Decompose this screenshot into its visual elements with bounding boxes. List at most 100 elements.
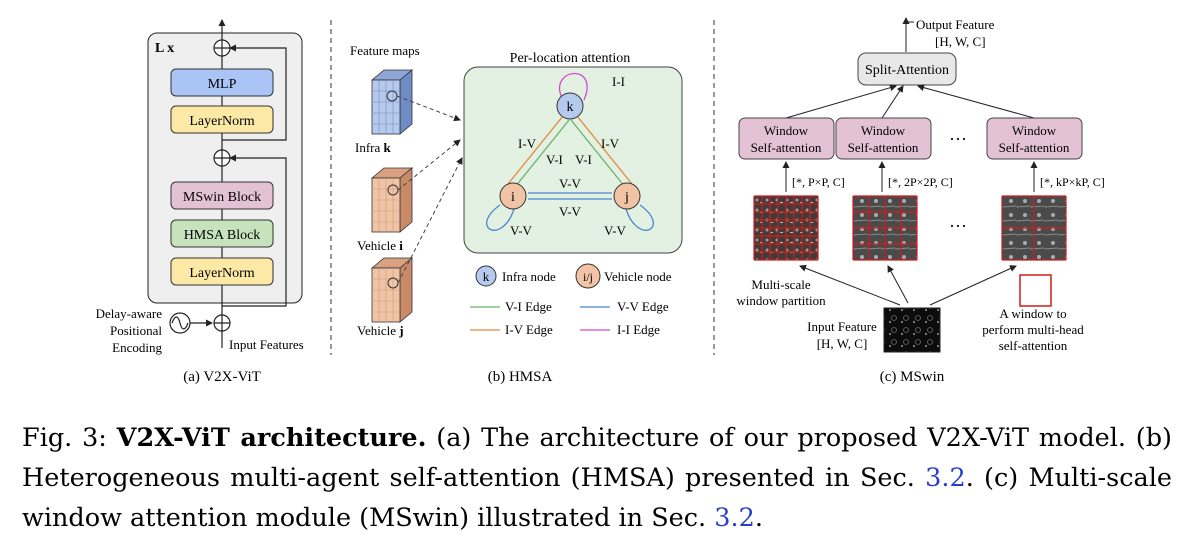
vv-self-loop-j	[625, 204, 654, 231]
figure-caption: Fig. 3: V2X-ViT architecture. (a) The ar…	[22, 418, 1172, 538]
vehicle-i-feature-map	[370, 167, 414, 233]
legend-vi-label: V-I Edge	[505, 299, 552, 314]
arrow-input-p1	[799, 264, 901, 306]
panel-a-caption: (a) V2X-ViT	[183, 369, 261, 385]
node-i	[499, 182, 527, 210]
caption-text-3: .	[754, 503, 763, 533]
caption-text-1: (a) The architecture of our proposed V2X…	[22, 423, 1172, 493]
window-attn-3-line1: Window	[1012, 123, 1057, 138]
legend-infra-node-symbol: k	[483, 269, 490, 284]
caption-section-link-1[interactable]: 3.2	[925, 463, 966, 493]
mswin-label: MSwin Block	[183, 190, 261, 205]
vi-edge-j-k	[570, 119, 626, 188]
layernorm-block-top	[170, 105, 274, 134]
edge-label-iv-right: I-V	[601, 136, 620, 151]
edge-label-vv-top: V-V	[559, 176, 582, 191]
window-attn-1-line2: Self-attention	[751, 140, 822, 155]
infra-feature-map	[370, 69, 414, 135]
arrow-w3-split	[917, 84, 1035, 119]
mlp-label: MLP	[208, 77, 237, 92]
split-attention-label: Split-Attention	[865, 63, 949, 78]
window-attn-box-1	[738, 117, 835, 160]
panel-b-caption: (b) HMSA	[488, 369, 553, 385]
arrow-input-p2	[887, 265, 909, 304]
hmsa-label: HMSA Block	[184, 228, 261, 243]
partition-label-line1: Multi-scale	[751, 277, 810, 292]
edge-label-vv-right: V-V	[604, 223, 627, 238]
window-note-line1: A window to	[999, 306, 1066, 321]
feature-maps-label: Feature maps	[350, 43, 420, 58]
partition-grid-medium	[852, 195, 918, 261]
sine-wave-icon	[169, 312, 191, 334]
node-k	[556, 92, 584, 120]
input-features-label: Input Features	[229, 337, 304, 352]
infra-dashed-arrow	[396, 95, 461, 122]
single-window-icon	[1019, 274, 1052, 307]
vi-edge-i-k	[514, 119, 570, 188]
partition-grid-coarse	[1001, 195, 1067, 261]
legend-vehicle-node-label: Vehicle node	[604, 269, 672, 284]
edge-label-vv-left: V-V	[510, 223, 533, 238]
legend-iv-label: I-V Edge	[505, 322, 553, 337]
input-feature-image	[883, 307, 941, 353]
window-note-line2: perform multi-head	[982, 322, 1084, 337]
arrow-input-p3	[929, 265, 1017, 306]
iv-edge-k-i	[507, 115, 564, 185]
window-note-line3: self-attention	[999, 338, 1068, 353]
attention-title: Per-location attention	[510, 51, 631, 66]
legend-vehicle-node	[575, 263, 601, 289]
arrow-w2-split	[881, 85, 904, 119]
infra-k-label: Infra k	[355, 140, 392, 155]
loop-label: L x	[155, 41, 174, 56]
add-icon-top	[213, 39, 231, 57]
iv-edge-k-j	[576, 115, 633, 185]
panel-b: Feature maps Infra k Vehicle i Vehi	[350, 43, 683, 385]
window-attn-2-line2: Self-attention	[848, 140, 919, 155]
window-attn-box-3	[986, 117, 1083, 160]
pos-enc-line-3: Encoding	[112, 340, 162, 355]
vehicle-i-dashed-arrow	[397, 139, 461, 191]
layernorm-label-top: LayerNorm	[189, 114, 254, 129]
edge-label-vi-left: V-I	[546, 152, 563, 167]
legend-vehicle-node-symbol: i/j	[583, 270, 593, 284]
vv-self-loop-i	[486, 204, 515, 231]
caption-title: V2X-ViT architecture.	[116, 423, 427, 453]
panel-c: Output Feature [H, W, C] Split-Attention…	[736, 17, 1105, 385]
node-k-label: k	[567, 100, 574, 115]
partition-label-line2: window partition	[736, 293, 826, 308]
input-feature-label: Input Feature	[807, 319, 877, 334]
mlp-block	[170, 68, 274, 97]
ii-self-loop	[559, 72, 588, 101]
caption-section-link-2[interactable]: 3.2	[714, 503, 755, 533]
node-i-label: i	[511, 190, 515, 205]
dims-w3: [*, kP×kP, C]	[1040, 175, 1105, 189]
legend-ii-label: I-I Edge	[617, 322, 660, 337]
vehicle-j-dashed-arrow	[397, 157, 463, 284]
partition-grid-fine	[753, 195, 819, 261]
layernorm-label-bottom: LayerNorm	[189, 266, 254, 281]
add-icon-middle	[213, 149, 231, 167]
window-attn-3-line2: Self-attention	[999, 140, 1070, 155]
vehicle-i-label: Vehicle i	[357, 238, 403, 253]
window-attn-2-line1: Window	[861, 123, 906, 138]
dims-w2: [*, 2P×2P, C]	[888, 175, 953, 189]
input-feature-dims: [H, W, C]	[817, 336, 868, 351]
ellipsis-top: ···	[949, 129, 967, 149]
legend-infra-node	[475, 265, 497, 287]
architecture-figure: L x MLP LayerNorm MSwin Block HMSA Block…	[96, 17, 1105, 385]
hmsa-block	[170, 219, 274, 248]
residual-line-2	[222, 44, 287, 141]
edge-label-iv-left: I-V	[518, 136, 537, 151]
output-feature-label: Output Feature	[916, 17, 995, 32]
caption-text-2: . (c) Multi-scale window attention modul…	[22, 463, 1172, 533]
layernorm-block-bottom	[170, 257, 274, 286]
ellipsis-bottom: ···	[949, 216, 967, 236]
window-attn-1-line1: Window	[764, 123, 809, 138]
dims-w1: [*, P×P, C]	[792, 175, 845, 189]
vehicle-j-label: Vehicle j	[357, 323, 404, 338]
node-j-label: j	[624, 190, 629, 205]
pos-enc-line-1: Delay-aware	[96, 306, 163, 321]
panel-c-caption: (c) MSwin	[880, 369, 945, 385]
output-feature-dims: [H, W, C]	[935, 34, 986, 49]
mswin-block	[170, 181, 274, 210]
